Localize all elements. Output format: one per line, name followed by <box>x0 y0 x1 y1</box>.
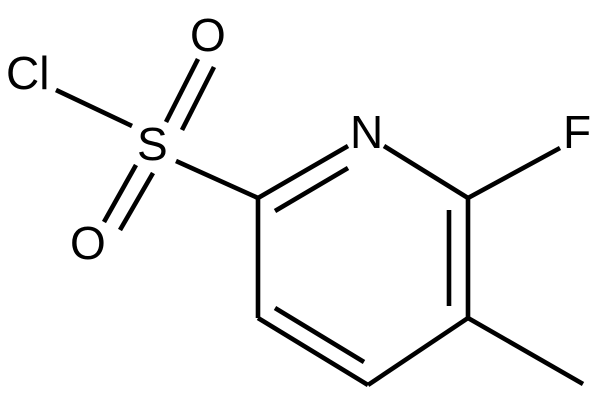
bond-cl-s <box>55 87 133 129</box>
bond-s-o-bottom-a <box>101 163 139 224</box>
atom-label-chlorine: Cl <box>6 47 49 99</box>
bond-c4-c3-inner <box>273 306 366 364</box>
bond-c2-n <box>256 144 350 200</box>
bond-c6-f <box>466 145 562 201</box>
atom-label-nitrogen: N <box>350 106 383 158</box>
bond-n-c6 <box>382 144 470 200</box>
atom-label-fluorine: F <box>563 106 591 158</box>
atom-label-oxygen-top: O <box>190 9 226 61</box>
bond-s-o-bottom-b <box>118 171 155 232</box>
bond-c2-n-inner <box>273 166 350 213</box>
bond-s-o-top-b <box>179 65 217 132</box>
bond-s-ring <box>175 158 259 201</box>
atom-label-sulfur: S <box>137 118 168 170</box>
bond-c5-c4 <box>366 316 470 387</box>
bond-c5-methyl <box>466 316 585 386</box>
bond-s-o-top-a <box>163 57 201 124</box>
bond-c4-c3 <box>256 316 370 387</box>
atom-label-oxygen-bottom: O <box>70 217 106 269</box>
